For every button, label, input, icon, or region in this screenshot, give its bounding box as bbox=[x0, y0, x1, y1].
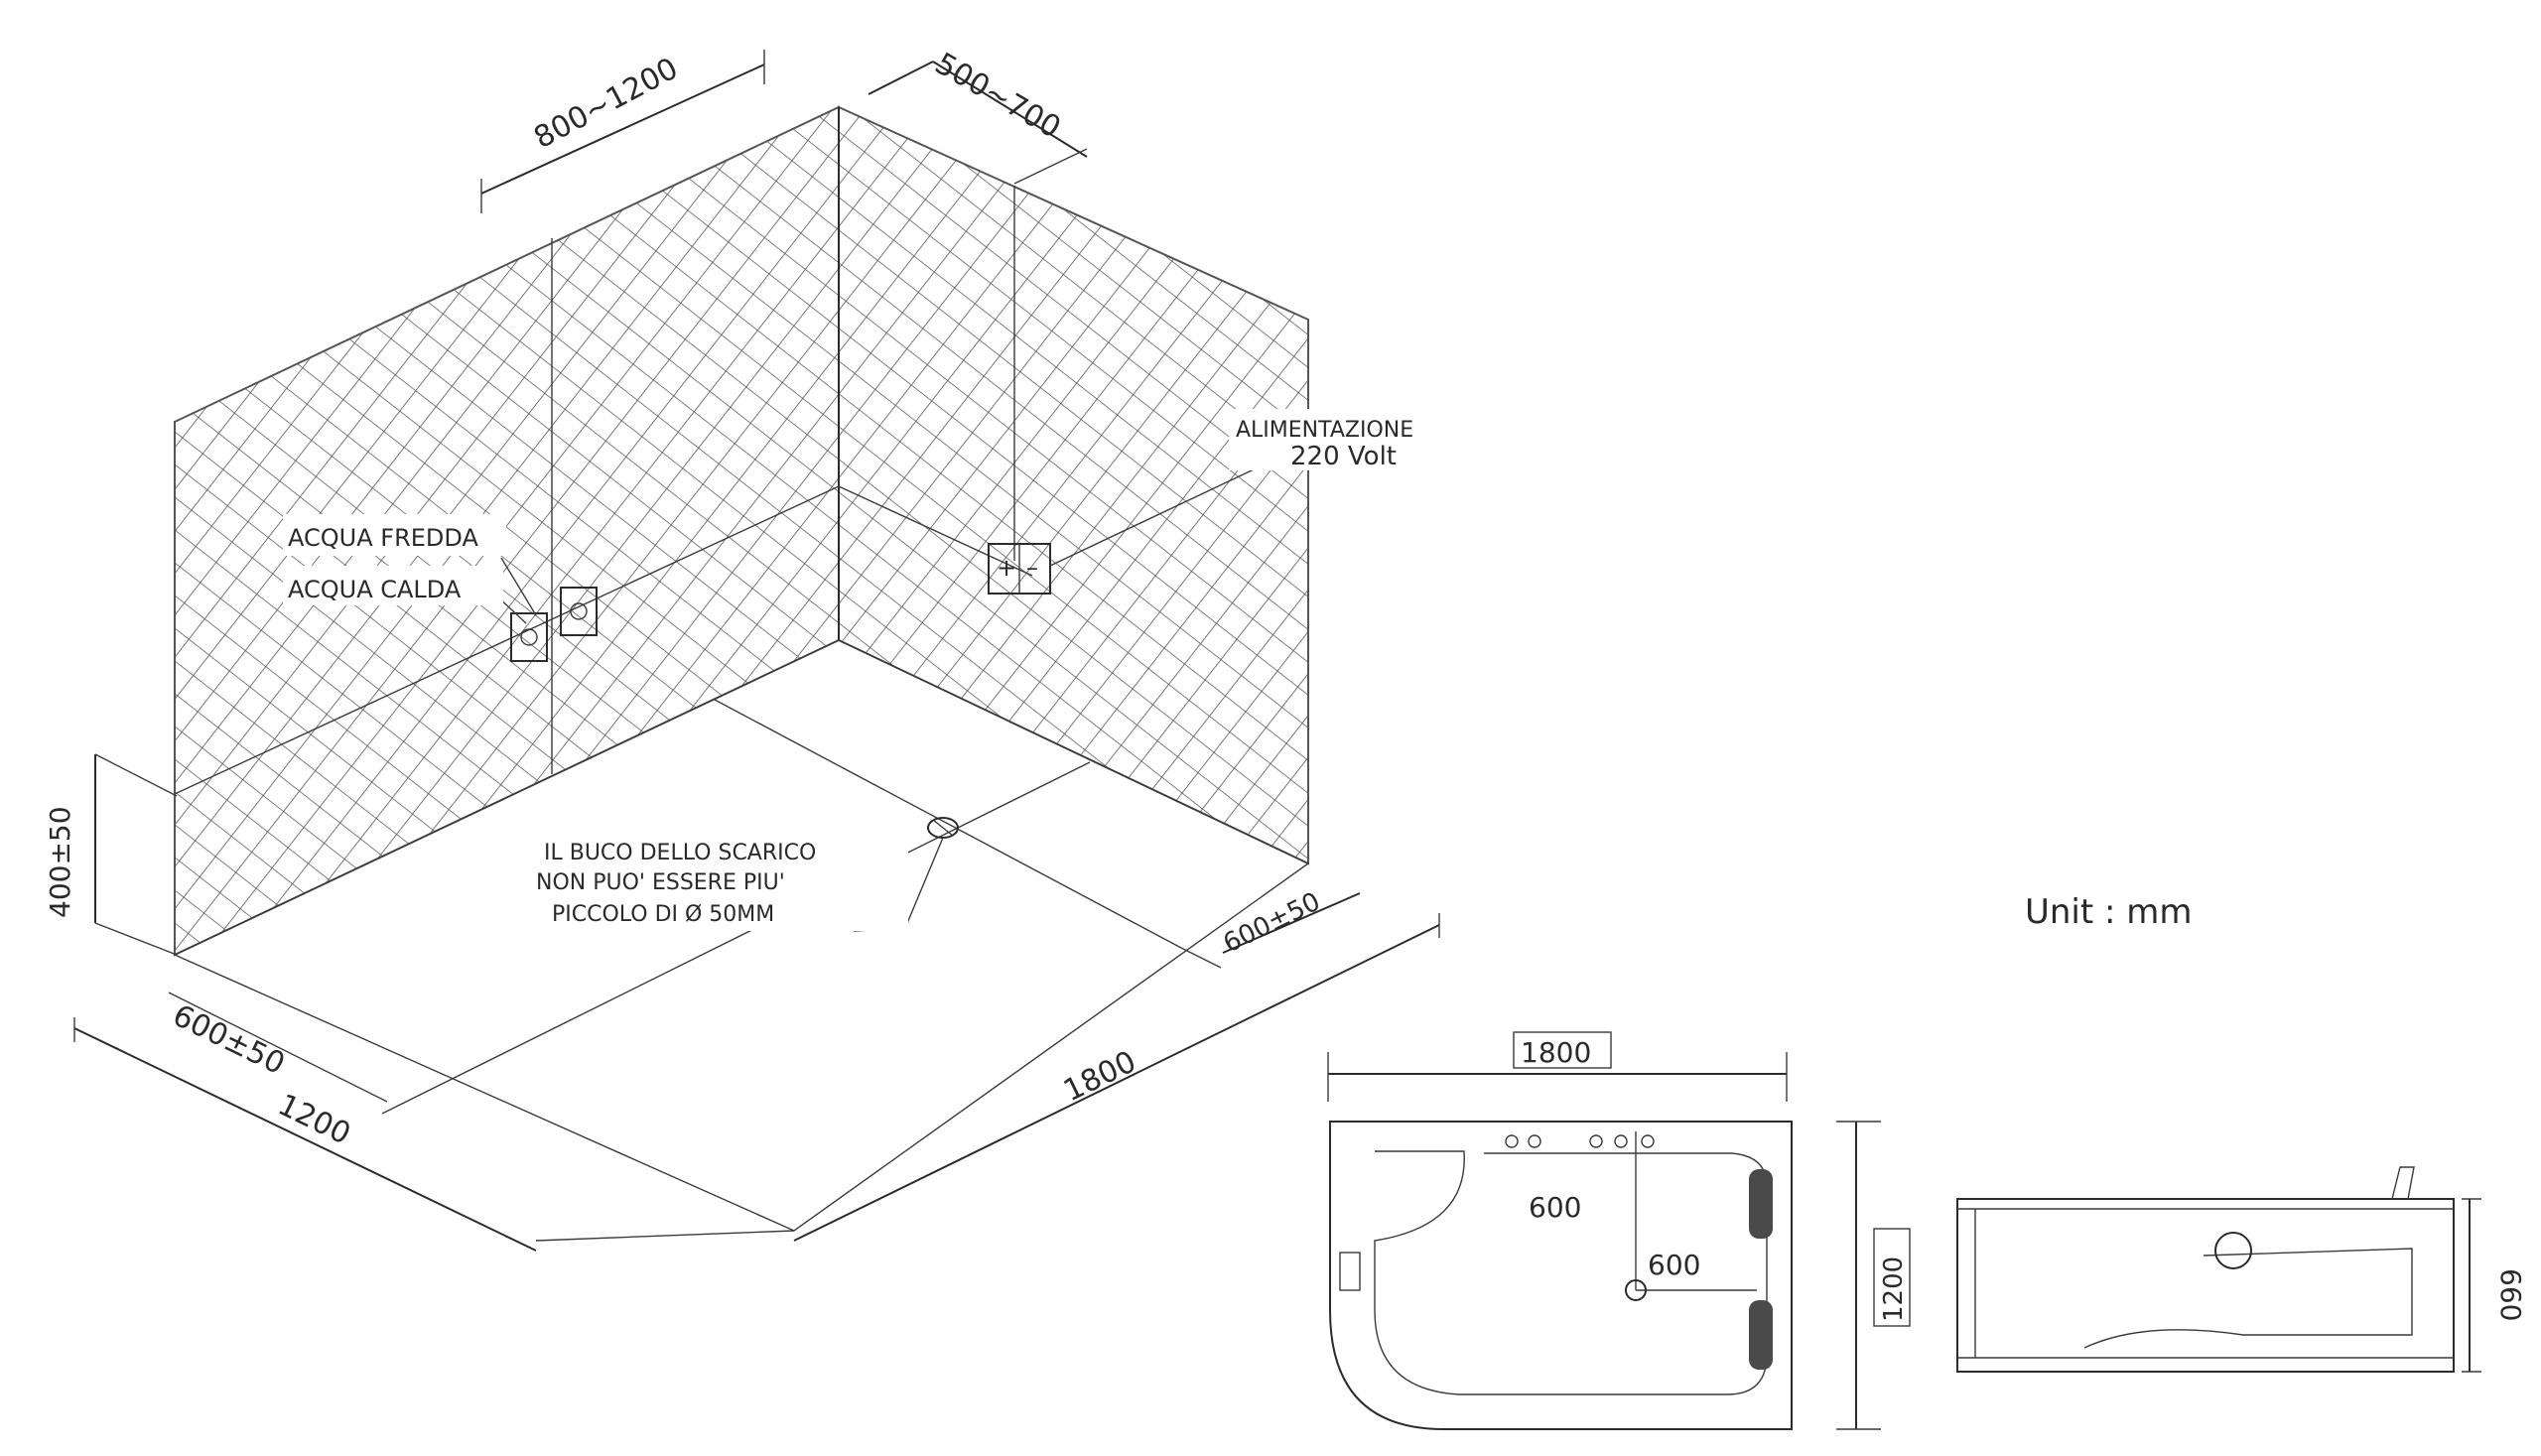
hot-water-label: ACQUA CALDA bbox=[288, 576, 462, 603]
top-view-basin bbox=[1374, 1150, 1768, 1395]
dimension-500-700-label: 500~700 bbox=[929, 47, 1066, 146]
bathtub-side-view: 660 bbox=[1956, 1166, 2527, 1373]
floor-line-b bbox=[381, 761, 1091, 1115]
tub-rim-line bbox=[174, 485, 1033, 795]
top-view-depth-label: 1200 bbox=[1879, 1257, 1909, 1322]
dimension-600-right bbox=[1180, 892, 1361, 969]
power-socket: + – bbox=[988, 461, 1271, 595]
side-view-outline bbox=[1956, 1198, 2455, 1373]
drain-label-line3: PICCOLO DI Ø 50MM bbox=[552, 902, 774, 927]
dimension-800-1200-label: 800~1200 bbox=[528, 52, 684, 156]
dimension-1800-iso bbox=[793, 913, 1440, 1242]
top-view-600-b-label: 600 bbox=[1648, 1249, 1700, 1281]
drain-label-line2: NON PUO' ESSERE PIU' bbox=[536, 870, 785, 895]
left-tiled-wall bbox=[174, 105, 840, 957]
dimension-600-left-label: 600±50 bbox=[167, 998, 290, 1082]
drain-label-line1: IL BUCO DELLO SCARICO bbox=[544, 841, 816, 865]
top-view-drain bbox=[1625, 1279, 1647, 1301]
top-view-control-panel bbox=[1339, 1252, 1361, 1291]
drain-label-group: IL BUCO DELLO SCARICO NON PUO' ESSERE PI… bbox=[531, 832, 908, 931]
svg-text:–: – bbox=[1026, 554, 1038, 582]
top-view-pillow-lower bbox=[1749, 1300, 1773, 1370]
bathtub-top-view: 1800 600 600 1200 bbox=[1327, 1031, 1911, 1430]
cold-water-label-group: ACQUA FREDDA bbox=[283, 514, 506, 556]
dimension-height bbox=[94, 753, 178, 956]
dimension-600-right-label: 600±50 bbox=[1219, 887, 1325, 960]
side-view-jet bbox=[2214, 1232, 2252, 1269]
height-dimension-label: 400±50 bbox=[44, 806, 76, 918]
top-view-pillow-upper bbox=[1749, 1169, 1773, 1239]
right-tiled-wall bbox=[838, 105, 1309, 865]
dimension-1200-iso-label: 1200 bbox=[272, 1088, 355, 1152]
cold-water-label: ACQUA FREDDA bbox=[288, 524, 478, 552]
top-view-outline bbox=[1329, 1121, 1793, 1430]
unit-label: Unit : mm bbox=[2025, 892, 2193, 932]
top-view-jets bbox=[1505, 1134, 1655, 1148]
side-view-faucet bbox=[2391, 1166, 2415, 1200]
hot-water-label-group: ACQUA CALDA bbox=[283, 566, 503, 605]
dimension-1800-iso-label: 1800 bbox=[1058, 1044, 1141, 1109]
power-label-line2: 220 Volt bbox=[1290, 442, 1397, 471]
top-view-600-a-label: 600 bbox=[1529, 1191, 1581, 1224]
power-label-group: ALIMENTAZIONE 220 Volt bbox=[1229, 409, 1512, 471]
side-view-height-label: 660 bbox=[2494, 1268, 2527, 1321]
floor-outline bbox=[173, 639, 1310, 1232]
svg-text:+: + bbox=[997, 554, 1016, 582]
power-label-line1: ALIMENTAZIONE bbox=[1236, 418, 1413, 443]
floor-line-a bbox=[714, 699, 1182, 949]
side-view-curve bbox=[2083, 1248, 2413, 1349]
top-view-width-label: 1800 bbox=[1521, 1036, 1591, 1069]
dimension-1200-iso bbox=[73, 992, 795, 1252]
